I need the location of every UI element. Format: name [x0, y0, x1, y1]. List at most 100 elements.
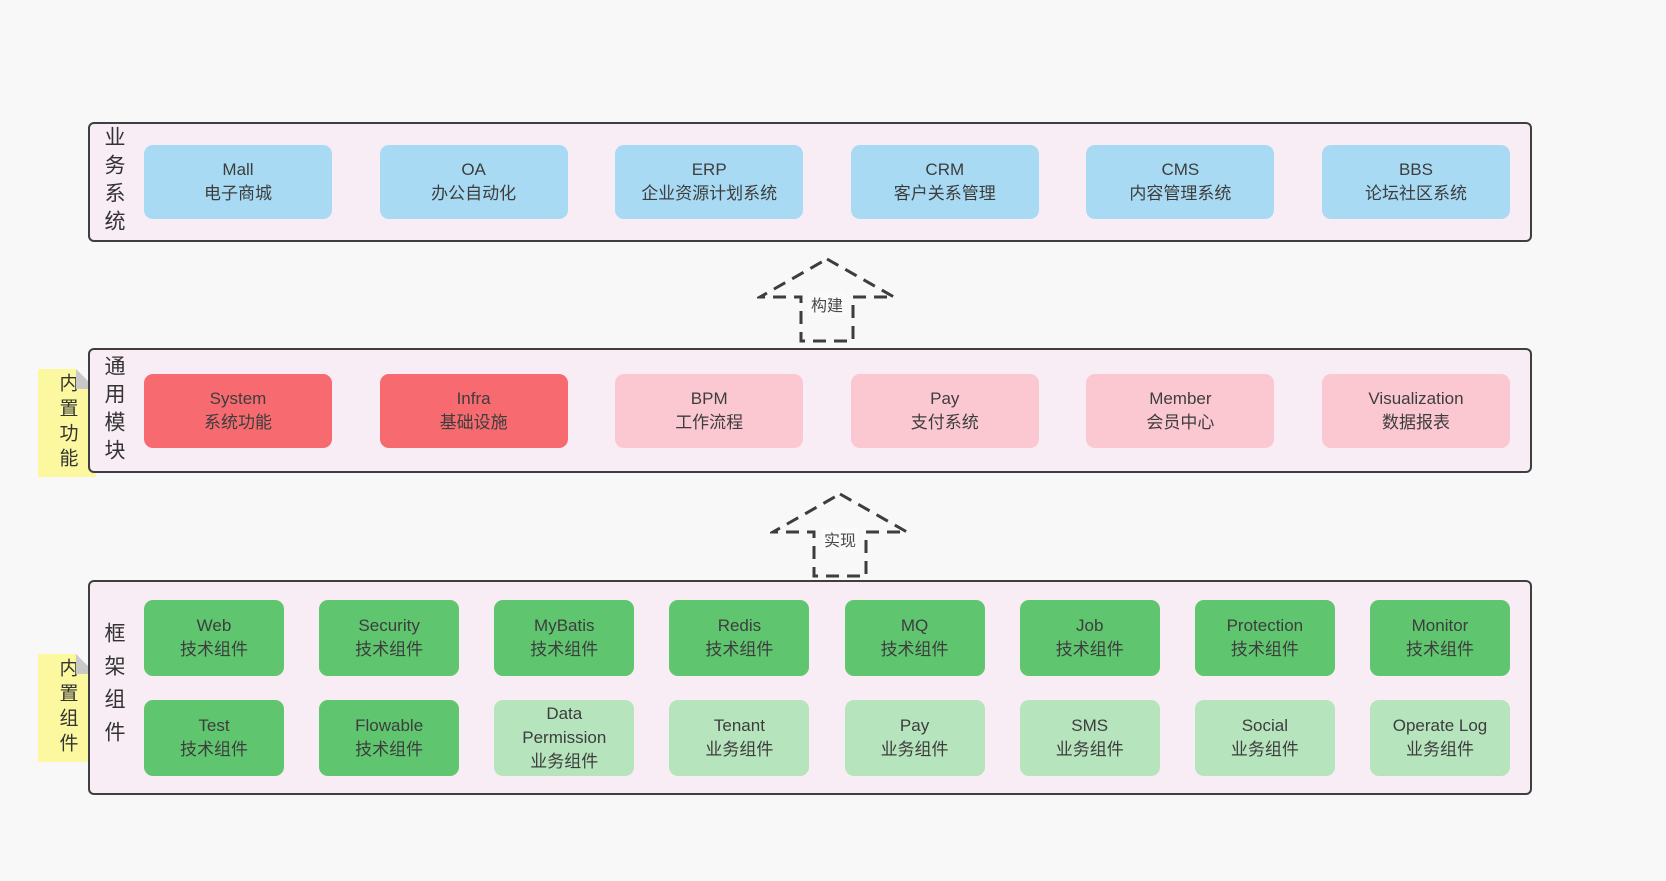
box-monitor: Monitor 技术组件	[1369, 599, 1510, 676]
framework-row-2: Test 技术组件 Flowable 技术组件 Data Permission …	[144, 699, 1510, 776]
box-subtitle: 业务组件	[1230, 739, 1299, 759]
box-mybatis: MyBatis 技术组件	[494, 599, 635, 676]
box-security: Security 技术组件	[319, 599, 460, 676]
box-operate-log: Operate Log 业务组件	[1369, 699, 1510, 776]
box-member: Member 会员中心	[1086, 373, 1275, 448]
box-subtitle: 技术组件	[705, 639, 774, 659]
box-subtitle: 工作流程	[675, 412, 744, 432]
box-subtitle: 电子商城	[204, 184, 272, 203]
layer-label-text: 通用模块	[102, 354, 125, 467]
box-title: System	[209, 388, 267, 408]
layer-business-systems: 业务系统 Mall 电子商城 OA 办公自动化 ERP 企业资源计划系统 CRM…	[88, 122, 1532, 242]
box-title: MQ	[900, 615, 929, 635]
box-subtitle: 技术组件	[1405, 639, 1474, 659]
box-title: BPM	[690, 388, 728, 408]
box-subtitle: 技术组件	[355, 739, 424, 759]
box-cms: CMS 内容管理系统	[1086, 145, 1275, 219]
box-subtitle: 企业资源计划系统	[641, 184, 778, 203]
arrow-implement: 实现	[770, 491, 910, 579]
arrow-label: 实现	[820, 527, 860, 551]
box-subtitle: 技术组件	[880, 639, 949, 659]
box-mq: MQ 技术组件	[844, 599, 985, 676]
box-subtitle: 技术组件	[1230, 639, 1299, 659]
box-title: SMS	[1071, 715, 1109, 735]
box-title: Visualization	[1368, 388, 1464, 408]
box-title: Pay	[899, 715, 930, 735]
box-pay-component: Pay 业务组件	[844, 699, 985, 776]
box-subtitle: 数据报表	[1381, 412, 1450, 432]
box-title: Job	[1075, 615, 1104, 635]
box-subtitle: 内容管理系统	[1129, 184, 1232, 203]
box-system: System 系统功能	[144, 373, 332, 448]
box-title: Flowable	[355, 715, 424, 735]
box-subtitle: 业务组件	[1405, 739, 1474, 759]
box-subtitle: 系统功能	[204, 412, 272, 432]
box-test: Test 技术组件	[144, 699, 284, 776]
box-crm: CRM 客户关系管理	[850, 145, 1039, 219]
box-subtitle: 会员中心	[1146, 412, 1215, 432]
box-web: Web 技术组件	[144, 599, 284, 676]
box-visualization: Visualization 数据报表	[1321, 373, 1510, 448]
layer-label-text: 框架组件	[102, 621, 125, 754]
layer-label-modules: 通用模块	[90, 350, 136, 471]
box-protection: Protection 技术组件	[1194, 599, 1335, 676]
box-subtitle: 技术组件	[530, 639, 599, 659]
box-title: Security	[358, 615, 420, 635]
layer-common-modules: 通用模块 System 系统功能 Infra 基础设施 BPM 工作流程 Pay…	[88, 348, 1532, 473]
framework-row-1: Web 技术组件 Security 技术组件 MyBatis 技术组件 Redi…	[144, 599, 1510, 676]
box-subtitle: 技术组件	[1055, 639, 1124, 659]
box-subtitle: 业务组件	[705, 739, 774, 759]
box-subtitle: 基础设施	[439, 412, 508, 432]
layer-framework-components: 框架组件 Web 技术组件 Security 技术组件 MyBatis 技术组件…	[88, 580, 1532, 795]
box-data-permission: Data Permission 业务组件	[494, 699, 635, 776]
box-title: CMS	[1161, 160, 1200, 179]
arrow-build: 构建	[757, 256, 897, 344]
box-subtitle: 技术组件	[355, 639, 424, 659]
box-title: ERP	[691, 160, 727, 179]
box-subtitle: 技术组件	[180, 639, 248, 659]
layer-label-text: 业务系统	[102, 126, 125, 238]
box-title: Member	[1149, 388, 1212, 408]
box-title: Infra	[456, 388, 491, 408]
box-title: Data Permission	[522, 703, 607, 747]
box-subtitle: 业务组件	[1055, 739, 1124, 759]
box-title: Web	[196, 615, 232, 635]
box-tenant: Tenant 业务组件	[669, 699, 810, 776]
box-bpm: BPM 工作流程	[615, 373, 804, 448]
framework-boxes-rows: Web 技术组件 Security 技术组件 MyBatis 技术组件 Redi…	[136, 582, 1530, 793]
box-bbs: BBS 论坛社区系统	[1321, 145, 1510, 219]
box-sms: SMS 业务组件	[1019, 699, 1160, 776]
box-subtitle: 支付系统	[910, 412, 979, 432]
box-title: Tenant	[713, 715, 765, 735]
box-infra: Infra 基础设施	[379, 373, 568, 448]
box-subtitle: 论坛社区系统	[1364, 184, 1467, 203]
box-social: Social 业务组件	[1194, 699, 1335, 776]
box-redis: Redis 技术组件	[669, 599, 810, 676]
box-mall: Mall 电子商城	[144, 145, 332, 219]
box-title: MyBatis	[534, 615, 595, 635]
note-text: 内置功能	[56, 373, 78, 473]
box-flowable: Flowable 技术组件	[319, 699, 460, 776]
box-subtitle: 客户关系管理	[893, 184, 996, 203]
note-text: 内置组件	[56, 658, 78, 758]
box-title: Redis	[717, 615, 762, 635]
modules-boxes-row: System 系统功能 Infra 基础设施 BPM 工作流程 Pay 支付系统…	[136, 350, 1530, 471]
box-title: BBS	[1398, 160, 1433, 179]
box-subtitle: 办公自动化	[431, 184, 517, 203]
box-subtitle: 业务组件	[530, 751, 599, 771]
layer-label-framework: 框架组件	[90, 582, 136, 793]
business-boxes-row: Mall 电子商城 OA 办公自动化 ERP 企业资源计划系统 CRM 客户关系…	[136, 124, 1530, 240]
box-title: CRM	[925, 160, 965, 179]
box-subtitle: 技术组件	[180, 739, 248, 759]
box-title: Social	[1241, 715, 1288, 735]
box-job: Job 技术组件	[1019, 599, 1160, 676]
box-title: Protection	[1226, 615, 1304, 635]
box-title: Operate Log	[1392, 715, 1488, 735]
box-pay: Pay 支付系统	[850, 373, 1039, 448]
box-title: Mall	[222, 160, 254, 179]
box-subtitle: 业务组件	[880, 739, 949, 759]
box-oa: OA 办公自动化	[379, 145, 568, 219]
box-erp: ERP 企业资源计划系统	[615, 145, 804, 219]
box-title: Test	[198, 715, 230, 735]
box-title: Pay	[930, 388, 960, 408]
